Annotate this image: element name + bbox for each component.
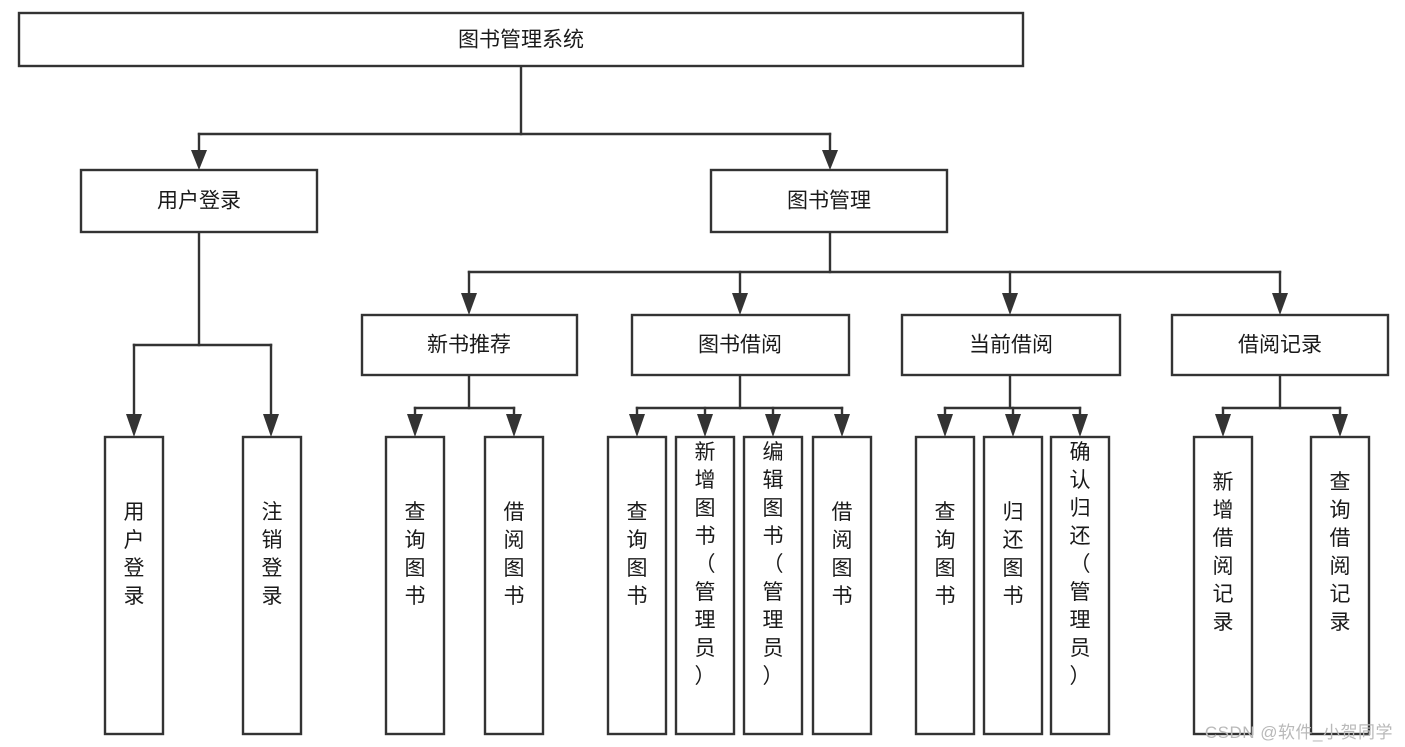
- node-book-manage-label: 图书管理: [787, 190, 871, 213]
- leaf-add-record-box[interactable]: [1192, 435, 1254, 736]
- arrow-leaf-return-book: [1005, 414, 1021, 437]
- arrow-to-borrow-record: [1272, 293, 1288, 315]
- connector-layer: [126, 64, 1348, 437]
- arrow-leaf-add-book: [697, 414, 713, 437]
- leaf-borrow-book-1[interactable]: 借阅图书: [483, 435, 545, 736]
- node-current-borrow-box[interactable]: [900, 313, 1122, 377]
- node-borrow-record[interactable]: 借阅记录: [1170, 313, 1390, 377]
- leaf-return-book[interactable]: 归还图书: [982, 435, 1044, 736]
- leaf-borrow-book-2-box[interactable]: [811, 435, 873, 736]
- node-new-book-recommend-box[interactable]: [360, 313, 579, 377]
- node-current-borrow[interactable]: 当前借阅: [900, 313, 1122, 377]
- node-root[interactable]: 图书管理系统: [17, 11, 1025, 68]
- arrow-to-new-book-recommend: [461, 293, 477, 315]
- leaf-add-record[interactable]: 新增借阅记录: [1192, 435, 1254, 736]
- arrow-to-book-borrow: [732, 293, 748, 315]
- leaf-borrow-book-2[interactable]: 借阅图书: [811, 435, 873, 736]
- arrow-leaf-query-book-2: [629, 414, 645, 437]
- arrow-leaf-edit-book: [765, 414, 781, 437]
- leaf-add-record-label: 新增借阅记录: [1213, 471, 1234, 634]
- leaf-borrow-book-1-label: 借阅图书: [504, 501, 525, 608]
- leaf-query-book-2-box[interactable]: [606, 435, 668, 736]
- leaf-edit-book[interactable]: 编辑图书（管理员）: [742, 435, 804, 736]
- arrow-leaf-borrow-book-1: [506, 414, 522, 437]
- node-user-login[interactable]: 用户登录: [79, 168, 319, 234]
- node-user-login-label: 用户登录: [157, 190, 241, 213]
- arrow-to-book-manage: [822, 150, 838, 170]
- leaf-confirm-return[interactable]: 确认归还（管理员）: [1049, 435, 1111, 736]
- csdn-watermark: CSDN @软件_小贺同学: [1204, 723, 1393, 742]
- arrow-leaf-query-book-3: [937, 414, 953, 437]
- leaf-edit-book-label: 编辑图书（管理员）: [763, 441, 784, 688]
- leaf-user-login-box[interactable]: [103, 435, 165, 736]
- leaf-add-book-box[interactable]: [674, 435, 736, 736]
- node-borrow-record-label: 借阅记录: [1238, 334, 1322, 357]
- leaf-add-book[interactable]: 新增图书（管理员）: [674, 435, 736, 736]
- leaf-query-book-3-label: 查询图书: [935, 501, 956, 608]
- node-root-box[interactable]: [17, 11, 1025, 68]
- arrow-to-current-borrow: [1002, 293, 1018, 315]
- leaf-add-book-label: 新增图书（管理员）: [695, 441, 716, 688]
- leaf-borrow-book-2-label: 借阅图书: [832, 501, 853, 608]
- node-book-borrow-label: 图书借阅: [698, 334, 782, 357]
- leaf-user-login-label: 用户登录: [124, 501, 145, 608]
- node-current-borrow-label: 当前借阅: [969, 334, 1053, 357]
- leaf-user-logout-label: 注销登录: [262, 501, 283, 608]
- leaf-query-book-2[interactable]: 查询图书: [606, 435, 668, 736]
- node-root-label: 图书管理系统: [458, 29, 584, 52]
- arrow-leaf-borrow-book-2: [834, 414, 850, 437]
- arrow-leaf-confirm-return: [1072, 414, 1088, 437]
- leaf-return-book-box[interactable]: [982, 435, 1044, 736]
- leaf-query-book-1[interactable]: 查询图书: [384, 435, 446, 736]
- node-new-book-recommend[interactable]: 新书推荐: [360, 313, 579, 377]
- leaf-borrow-book-1-box[interactable]: [483, 435, 545, 736]
- leaf-user-logout[interactable]: 注销登录: [241, 435, 303, 736]
- leaf-edit-book-box[interactable]: [742, 435, 804, 736]
- leaf-query-book-3-box[interactable]: [914, 435, 976, 736]
- leaf-query-book-1-label: 查询图书: [405, 501, 426, 608]
- leaf-query-book-2-label: 查询图书: [627, 501, 648, 608]
- node-book-borrow-box[interactable]: [630, 313, 851, 377]
- node-book-manage-box[interactable]: [709, 168, 949, 234]
- node-user-login-box[interactable]: [79, 168, 319, 234]
- leaf-confirm-return-label: 确认归还（管理员）: [1070, 441, 1091, 688]
- leaf-query-record-label: 查询借阅记录: [1330, 471, 1351, 634]
- arrow-leaf-user-logout: [263, 414, 279, 437]
- arrow-leaf-query-book-1: [407, 414, 423, 437]
- leaf-query-book-1-box[interactable]: [384, 435, 446, 736]
- arrow-leaf-add-record: [1215, 414, 1231, 437]
- node-book-manage[interactable]: 图书管理: [709, 168, 949, 234]
- leaf-return-book-label: 归还图书: [1003, 501, 1024, 608]
- leaf-query-book-3[interactable]: 查询图书: [914, 435, 976, 736]
- leaf-user-logout-box[interactable]: [241, 435, 303, 736]
- leaf-query-record-box[interactable]: [1309, 435, 1371, 736]
- arrow-to-user-login: [191, 150, 207, 170]
- arrow-leaf-query-record: [1332, 414, 1348, 437]
- node-new-book-recommend-label: 新书推荐: [427, 334, 511, 357]
- leaf-user-login[interactable]: 用户登录: [103, 435, 165, 736]
- node-book-borrow[interactable]: 图书借阅: [630, 313, 851, 377]
- node-borrow-record-box[interactable]: [1170, 313, 1390, 377]
- leaf-query-record[interactable]: 查询借阅记录: [1309, 435, 1371, 736]
- leaf-confirm-return-box[interactable]: [1049, 435, 1111, 736]
- arrow-leaf-user-login: [126, 414, 142, 437]
